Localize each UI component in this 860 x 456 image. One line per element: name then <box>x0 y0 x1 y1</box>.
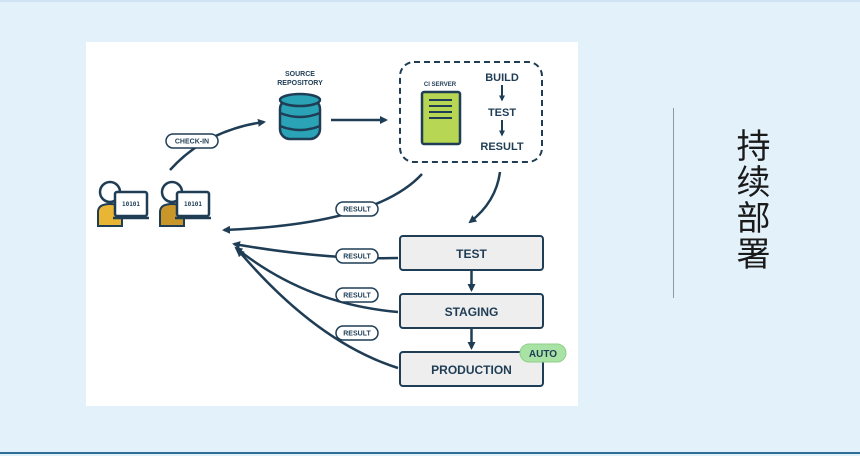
stage-test: TEST <box>399 235 544 271</box>
result-label: RESULT <box>343 254 371 261</box>
bottom-border <box>0 452 860 454</box>
continuous-deployment-diagram: 10101 10101 CHECK-IN SOURCE REPOSITORY <box>97 61 567 387</box>
diagram-card: 10101 10101 CHECK-IN SOURCE REPOSITORY <box>86 42 578 406</box>
result-label: RESULT <box>343 293 371 300</box>
production-result-arrow <box>236 248 399 370</box>
result-label: RESULT <box>343 331 371 338</box>
ci-result-pill: RESULT <box>335 201 379 217</box>
ci-step-test: TEST <box>488 107 516 119</box>
developer-laptop-icon <box>159 180 211 227</box>
ci-to-test-arrow <box>468 171 502 224</box>
developer-1: 10101 <box>97 180 149 227</box>
staging-result-pill: RESULT <box>335 287 379 303</box>
test-result-pill: RESULT <box>335 248 379 264</box>
developer-2: 10101 <box>159 180 211 227</box>
developer-code: 10101 <box>122 201 140 208</box>
stage-staging: STAGING <box>399 293 544 329</box>
stage-production: PRODUCTION <box>399 351 544 387</box>
vertical-divider <box>673 108 674 298</box>
source-repository-label-1: SOURCE <box>285 71 315 78</box>
slide-title: 持续部署 <box>730 128 770 272</box>
stage-production-label: PRODUCTION <box>431 363 512 377</box>
ci-server-label: CI SERVER <box>424 82 457 88</box>
ci-server-box <box>399 61 543 163</box>
check-in-label: CHECK-IN <box>175 139 209 146</box>
auto-badge: AUTO <box>519 343 567 363</box>
auto-badge-label: AUTO <box>529 349 557 360</box>
top-border <box>0 0 860 2</box>
production-result-pill: RESULT <box>335 325 379 341</box>
stage-staging-label: STAGING <box>445 305 499 319</box>
check-in-pill: CHECK-IN <box>165 133 219 149</box>
source-repository-label-2: REPOSITORY <box>277 80 323 87</box>
server-icon <box>420 90 462 146</box>
ci-step-build: BUILD <box>485 72 519 84</box>
stage-test-label: TEST <box>456 247 487 261</box>
developer-laptop-icon <box>97 180 149 227</box>
result-label: RESULT <box>343 207 371 214</box>
developer-code: 10101 <box>184 201 202 208</box>
ci-step-result: RESULT <box>480 141 523 153</box>
ci-result-arrow <box>222 173 423 234</box>
database-icon <box>278 92 322 141</box>
staging-result-arrow <box>234 246 399 314</box>
test-result-arrow <box>232 241 399 260</box>
